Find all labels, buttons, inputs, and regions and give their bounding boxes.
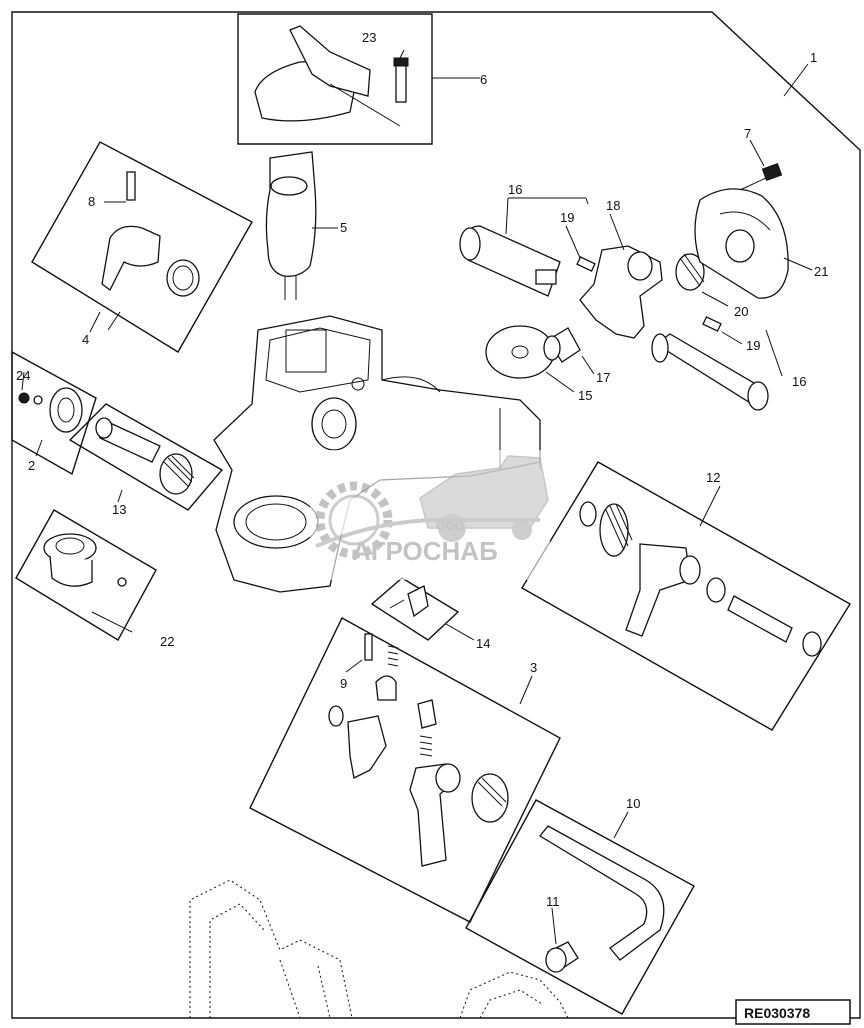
part-16-lower-pin: [651, 333, 769, 411]
callout-19-upper: 19: [560, 210, 574, 225]
callout-23: 23: [362, 30, 376, 45]
callout-15: 15: [578, 388, 592, 403]
part-21-cover-plate: [694, 188, 789, 299]
group-box-12: [521, 461, 851, 731]
group-box-3: [249, 617, 561, 923]
group-box-2: [11, 350, 97, 476]
callout-5: 5: [340, 220, 347, 235]
group-box-14: [370, 577, 460, 641]
watermark: ООО АГРОСНАБ: [310, 450, 550, 580]
callout-11: 11: [546, 894, 560, 909]
callout-1: 1: [810, 50, 817, 65]
callout-9: 9: [340, 676, 347, 691]
group-box-6: [237, 13, 480, 145]
callout-3: 3: [530, 660, 537, 675]
reference-code-box: RE030378: [735, 999, 851, 1025]
callout-4: 4: [82, 332, 89, 347]
callout-18: 18: [606, 198, 620, 213]
part-19-upper-pin: [576, 256, 596, 272]
callout-6: 6: [480, 72, 487, 87]
group-box-10: [465, 799, 695, 1015]
callout-2: 2: [28, 458, 35, 473]
leader-lines: [21, 49, 813, 945]
watermark-small-text: ООО: [436, 519, 464, 533]
part-16-upper-pin: [459, 225, 561, 297]
housing-outline: [11, 11, 861, 1019]
reference-code: RE030378: [744, 1005, 810, 1021]
combine-harvester-icon: [419, 455, 549, 542]
callout-13: 13: [112, 502, 126, 517]
callout-12: 12: [706, 470, 720, 485]
callout-17: 17: [596, 370, 610, 385]
part-7-bolt: [739, 162, 783, 191]
callout-16-lower: 16: [792, 374, 806, 389]
part-20-spring: [675, 253, 705, 291]
part-19-lower-pin: [702, 316, 722, 332]
callout-10: 10: [626, 796, 640, 811]
callout-21: 21: [814, 264, 828, 279]
callout-22: 22: [160, 634, 174, 649]
callout-20: 20: [734, 304, 748, 319]
callout-16-upper: 16: [508, 182, 522, 197]
group-box-22: [15, 509, 157, 641]
watermark-brand-text: АГРОСНАБ: [352, 536, 498, 566]
callout-7: 7: [744, 126, 751, 141]
callout-19-lower: 19: [746, 338, 760, 353]
part-17-bushing: [543, 327, 581, 363]
group-box-4: [31, 141, 253, 353]
callout-labels: 1 23 6 7 8 5 16 18 19 21 20 19 16 17 15 …: [16, 30, 828, 909]
part-5-bushing: [265, 151, 317, 300]
callout-14: 14: [476, 636, 490, 651]
gear-logo-icon: [315, 481, 393, 559]
callout-24: 24: [16, 368, 30, 383]
callout-8: 8: [88, 194, 95, 209]
part-18-lever: [579, 245, 663, 339]
group-box-13: [68, 403, 224, 511]
phantom-tractor-outline: [189, 879, 569, 1019]
